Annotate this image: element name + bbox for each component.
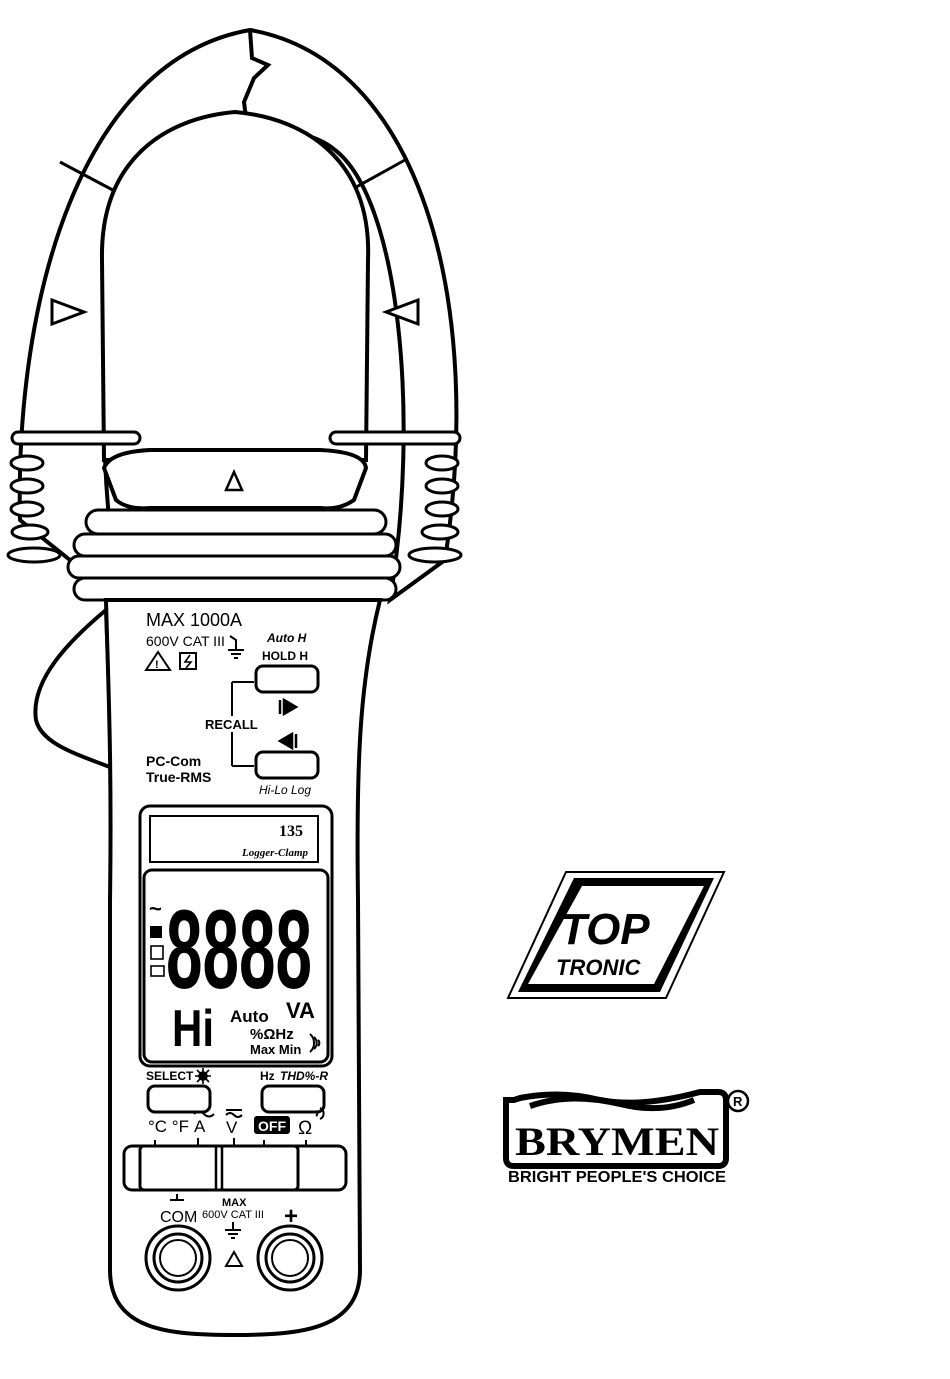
toptronic-tronic: TRONIC — [556, 955, 641, 980]
lcd-max-min-indicator: Max Min — [250, 1042, 301, 1057]
lcd-auto-indicator: Auto — [230, 1007, 269, 1026]
com-label: COM — [160, 1209, 197, 1226]
thd-label: THD%-R — [280, 1069, 328, 1083]
lcd-minus-segment — [150, 926, 162, 938]
lcd-hold-icon — [151, 946, 163, 959]
lcd-battery-icon — [151, 966, 164, 976]
hz-thd-button[interactable] — [262, 1086, 324, 1112]
dial-off-label: OFF — [258, 1118, 286, 1134]
recall-label: RECALL — [205, 717, 258, 732]
trigger-lever[interactable] — [35, 610, 112, 768]
dial-volts-label: V — [226, 1118, 238, 1137]
max-current-label: MAX 1000A — [146, 610, 242, 630]
toptronic-logo: TOP TRONIC — [508, 872, 724, 998]
lcd-ac-indicator: ~ — [149, 896, 162, 921]
backlight-icon — [195, 1068, 211, 1084]
select-label: SELECT — [146, 1069, 194, 1083]
auto-hold-label: Auto H — [266, 631, 307, 645]
hz-label: Hz — [260, 1069, 275, 1083]
lcd-va-unit: VA — [286, 998, 315, 1023]
svg-text:!: ! — [155, 659, 159, 671]
positive-terminal-jack[interactable] — [258, 1226, 322, 1290]
toptronic-top: TOP — [560, 905, 650, 954]
lcd-pct-ohm-hz-unit: %ΩHz — [250, 1026, 294, 1043]
dial-amps-label: A — [194, 1117, 206, 1136]
hold-label: HOLD H — [262, 649, 308, 663]
select-button[interactable] — [148, 1086, 210, 1112]
category-label: 600V CAT III — [146, 633, 225, 649]
hi-lo-log-button[interactable] — [256, 752, 318, 778]
registered-mark: R — [733, 1094, 743, 1109]
function-switch[interactable] — [124, 1146, 346, 1190]
dial-temperature-label: °C °F — [148, 1117, 189, 1136]
brymen-logo: BRYMEN R BRIGHT PEOPLE'S CHOICE — [506, 1091, 748, 1186]
brymen-wordmark: BRYMEN — [515, 1119, 719, 1164]
pc-com-label: PC-Com — [146, 753, 201, 769]
hi-lo-log-label: Hi-Lo Log — [259, 783, 311, 797]
model-number: 135 — [279, 823, 303, 840]
lcd-sub-digits: Hi — [172, 1000, 214, 1058]
lcd-main-digits: 8888 — [166, 887, 312, 1012]
true-rms-label: True-RMS — [146, 769, 211, 785]
dial-ohm-label: Ω — [298, 1118, 312, 1139]
input-category-label: 600V CAT III — [202, 1209, 264, 1221]
input-max-label: MAX — [222, 1197, 247, 1209]
model-name: Logger-Clamp — [241, 847, 308, 859]
com-terminal-jack[interactable] — [146, 1226, 210, 1290]
hold-button[interactable] — [256, 666, 318, 692]
brymen-tagline: BRIGHT PEOPLE'S CHOICE — [508, 1169, 726, 1186]
